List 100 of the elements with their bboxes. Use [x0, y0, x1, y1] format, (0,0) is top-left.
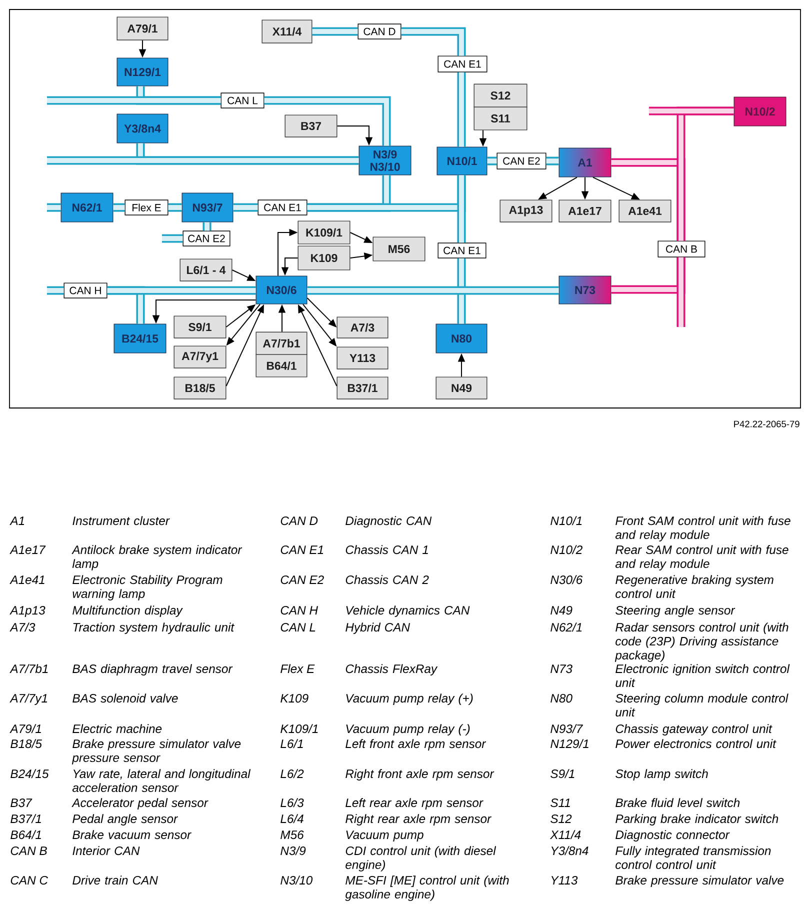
- legend-description: Electronic Stability Program warning lamp: [72, 575, 222, 600]
- control-unit-box: N93/7: [182, 192, 234, 222]
- legend-description: Right rear axle rpm sensor: [346, 814, 492, 826]
- control-unit-box: N30/6: [256, 276, 308, 304]
- control-unit-box: N10/2: [734, 96, 786, 126]
- bus-label: CAN E1: [438, 242, 486, 258]
- control-unit-box: N62/1: [60, 192, 114, 222]
- legend-description: BAS diaphragm travel sensor: [72, 664, 233, 676]
- component-box: A7/7y1: [174, 346, 226, 368]
- legend-code: B18/5: [10, 739, 42, 748]
- legend-description: Stop lamp switch: [616, 769, 708, 780]
- bus-line: [457, 72, 466, 147]
- legend-code: N93/7: [550, 724, 583, 734]
- bus-line: [457, 258, 466, 324]
- legend-description: Yaw rate, lateral and longitudinal acceleration sensor: [72, 769, 251, 792]
- legend-code: B24/15: [10, 769, 49, 778]
- legend-code: CAN D: [280, 516, 318, 526]
- legend-code: A7/7b1: [10, 664, 48, 674]
- bus-line: [107, 286, 256, 295]
- component-box: A7/7b1 B64/1: [255, 332, 308, 378]
- legend-code: CAN E2: [280, 575, 324, 584]
- control-unit-box: B24/15: [114, 324, 166, 354]
- legend-description: Fully integrated transmission control control unit: [616, 846, 771, 870]
- legend-description: Antilock brake system indicator lamp: [72, 545, 242, 570]
- legend-description: Interior CAN: [72, 846, 140, 856]
- legend-code: N80: [550, 694, 572, 703]
- control-unit-box: N129/1: [116, 58, 168, 86]
- legend-description: CDI control unit (with diesel engine): [346, 846, 496, 872]
- legend-description: Power electronics control unit: [616, 739, 776, 748]
- legend-code: N3/10: [280, 876, 313, 885]
- bus-line: [546, 156, 559, 166]
- component-box: K109/1: [298, 220, 350, 244]
- bus-line: [649, 106, 734, 116]
- bus-label: CAN E2: [182, 230, 230, 246]
- control-unit-box: A1: [558, 148, 612, 178]
- legend-description: Pedal angle sensor: [72, 814, 178, 826]
- legend-description: Drive train CAN: [72, 876, 158, 885]
- legend-code: B64/1: [10, 830, 41, 840]
- legend-code: S9/1: [550, 769, 574, 778]
- legend-description: Vacuum pump relay (+): [346, 694, 473, 705]
- bus-label: CAN L: [220, 92, 264, 108]
- legend-code: CAN C: [10, 876, 48, 885]
- control-unit-box: N3/9 N3/10: [358, 146, 412, 176]
- legend-code: N129/1: [550, 739, 588, 748]
- legend-code: N73: [550, 664, 572, 674]
- legend-code: L6/1: [280, 739, 303, 748]
- legend-description: Chassis CAN 1: [346, 545, 428, 554]
- legend-description: Electronic ignition switch control unit: [616, 664, 790, 688]
- legend-description: Traction system hydraulic unit: [73, 622, 234, 634]
- bus-label: CAN H: [64, 282, 108, 298]
- bus-line: [457, 175, 466, 243]
- legend-code: N49: [550, 606, 572, 615]
- bus-line: [312, 27, 358, 36]
- legend-description: Electric machine: [72, 724, 162, 734]
- legend-code: Flex E: [280, 664, 315, 674]
- legend-code: CAN H: [280, 606, 318, 615]
- bus-line: [676, 257, 686, 327]
- legend-code: L6/2: [280, 769, 304, 778]
- bus-label: CAN E2: [496, 152, 546, 170]
- legend-code: Y3/8n4: [551, 846, 588, 856]
- legend-description: Left rear axle rpm sensor: [346, 798, 484, 810]
- control-unit-box: N73: [558, 276, 612, 304]
- component-box: X11/4: [262, 20, 312, 44]
- bus-line: [113, 203, 125, 212]
- legend-description: Front SAM control unit with fuse and relay module: [615, 516, 790, 542]
- legend-code: N10/2: [550, 545, 582, 554]
- legend-description: Brake fluid level switch: [616, 798, 740, 808]
- bus-line: [202, 222, 212, 231]
- legend-code: A7/7y1: [10, 694, 47, 705]
- legend-code: Y113: [551, 876, 578, 885]
- bus-label: CAN E1: [258, 200, 308, 216]
- legend-description: Brake pressure simulator valve pressure sensor: [72, 739, 241, 764]
- legend-code: B37/1: [10, 814, 41, 824]
- component-box: B37: [284, 114, 338, 138]
- legend-description: Parking brake indicator switch: [616, 814, 778, 826]
- legend-code: CAN L: [280, 622, 316, 632]
- legend-code: N10/1: [550, 516, 582, 526]
- bus-label: Flex E: [124, 200, 168, 216]
- legend-description: Steering column module control unit: [616, 694, 788, 717]
- legend-code: A1e41: [10, 576, 44, 584]
- bus-line: [47, 286, 64, 295]
- legend-code: B37: [10, 798, 32, 808]
- bus-line: [47, 96, 221, 105]
- bus-line: [401, 27, 466, 56]
- legend-code: N62/1: [550, 622, 582, 632]
- component-box: A1e41: [618, 200, 672, 222]
- bus-label: CAN D: [358, 24, 402, 40]
- legend-code: S12: [550, 814, 572, 824]
- legend-description: Vacuum pump relay (-): [346, 724, 470, 736]
- bus-line: [307, 286, 559, 295]
- legend-description: Brake pressure simulator valve: [616, 876, 784, 887]
- legend-description: Hybrid CAN: [346, 622, 410, 634]
- bus-label: CAN E1: [438, 56, 488, 72]
- legend-code: A1e17: [10, 546, 46, 554]
- legend-description: Vehicle dynamics CAN: [346, 606, 470, 617]
- legend-description: Diagnostic CAN: [346, 516, 432, 528]
- legend-code: CAN E1: [280, 545, 324, 554]
- component-box: Y113: [336, 346, 388, 370]
- component-box: M56: [372, 236, 426, 262]
- legend-code: S11: [550, 798, 570, 808]
